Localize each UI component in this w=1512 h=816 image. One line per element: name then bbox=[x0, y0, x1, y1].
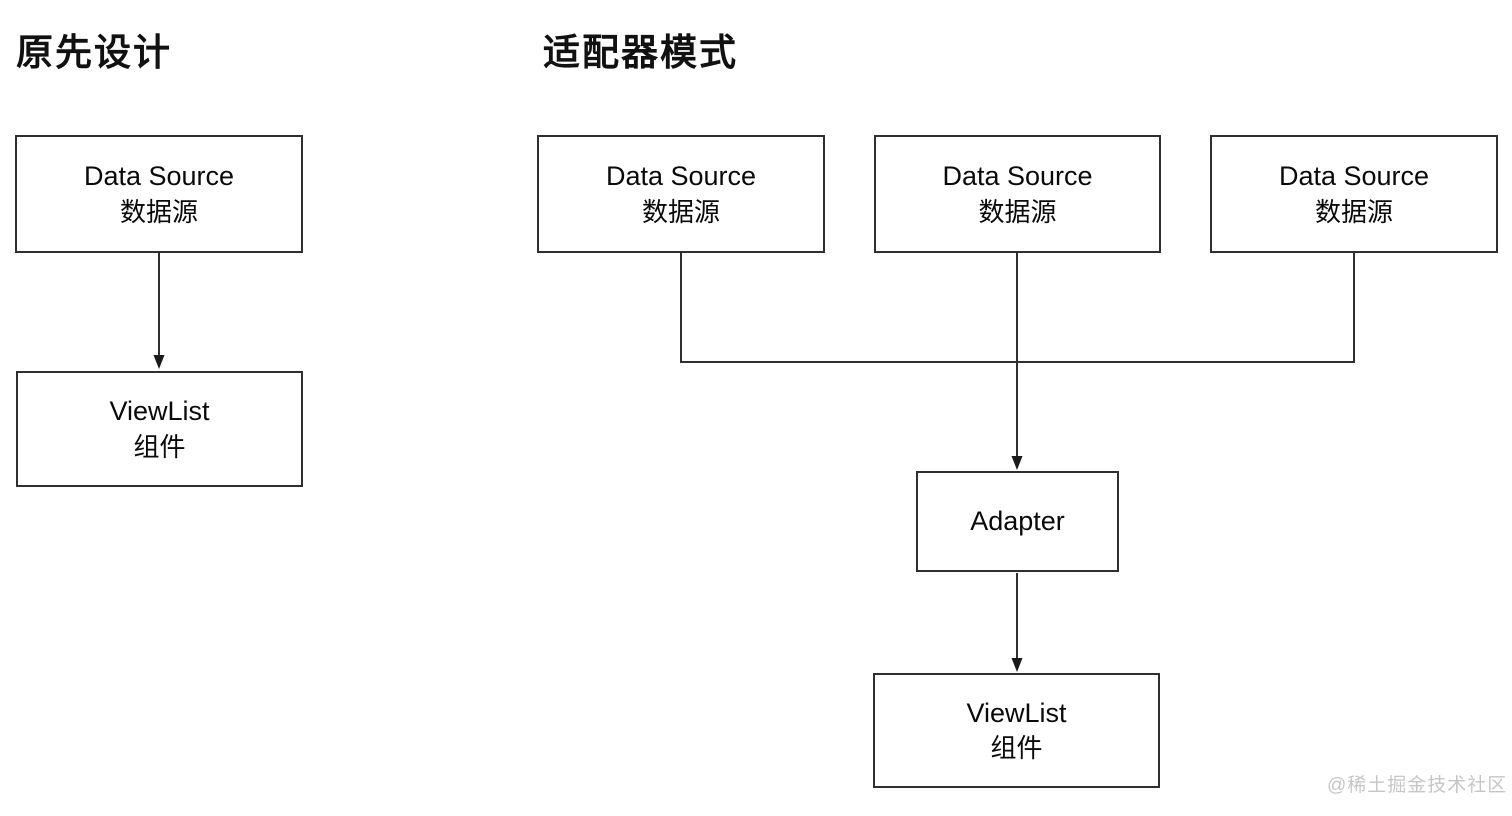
box-label-zh: 数据源 bbox=[641, 196, 720, 227]
box-label-zh: 数据源 bbox=[1314, 196, 1393, 227]
box-label-en: Adapter bbox=[970, 505, 1065, 536]
box-data-source-original: Data Source 数据源 bbox=[15, 135, 303, 253]
box-label-en: Data Source bbox=[83, 161, 235, 192]
box-label-en: ViewList bbox=[966, 697, 1067, 728]
box-label-en: Data Source bbox=[1278, 161, 1430, 192]
box-data-source-2: Data Source 数据源 bbox=[874, 135, 1161, 253]
arrowhead-to-adapter bbox=[1011, 456, 1023, 470]
box-viewlist-original: ViewList 组件 bbox=[16, 371, 303, 487]
merge-bracket-line bbox=[680, 253, 1355, 363]
box-label-zh: 组件 bbox=[990, 733, 1043, 764]
box-label-zh: 数据源 bbox=[978, 196, 1057, 227]
section-title-original-design: 原先设计 bbox=[16, 32, 172, 73]
box-data-source-1: Data Source 数据源 bbox=[537, 135, 825, 253]
arrowhead-original bbox=[153, 355, 165, 369]
box-label-en: Data Source bbox=[942, 161, 1093, 192]
box-label-en: Data Source bbox=[605, 161, 757, 192]
box-label-zh: 数据源 bbox=[119, 196, 198, 227]
box-data-source-3: Data Source 数据源 bbox=[1210, 135, 1498, 253]
arrowhead-to-viewlist bbox=[1011, 658, 1023, 672]
box-label-en: ViewList bbox=[109, 396, 210, 427]
section-title-adapter-pattern: 适配器模式 bbox=[543, 32, 738, 73]
watermark-text: @稀土掘金技术社区 bbox=[1327, 775, 1508, 796]
box-viewlist-adapter: ViewList 组件 bbox=[873, 673, 1160, 788]
box-label-zh: 组件 bbox=[133, 431, 186, 462]
box-adapter: Adapter bbox=[916, 471, 1119, 572]
